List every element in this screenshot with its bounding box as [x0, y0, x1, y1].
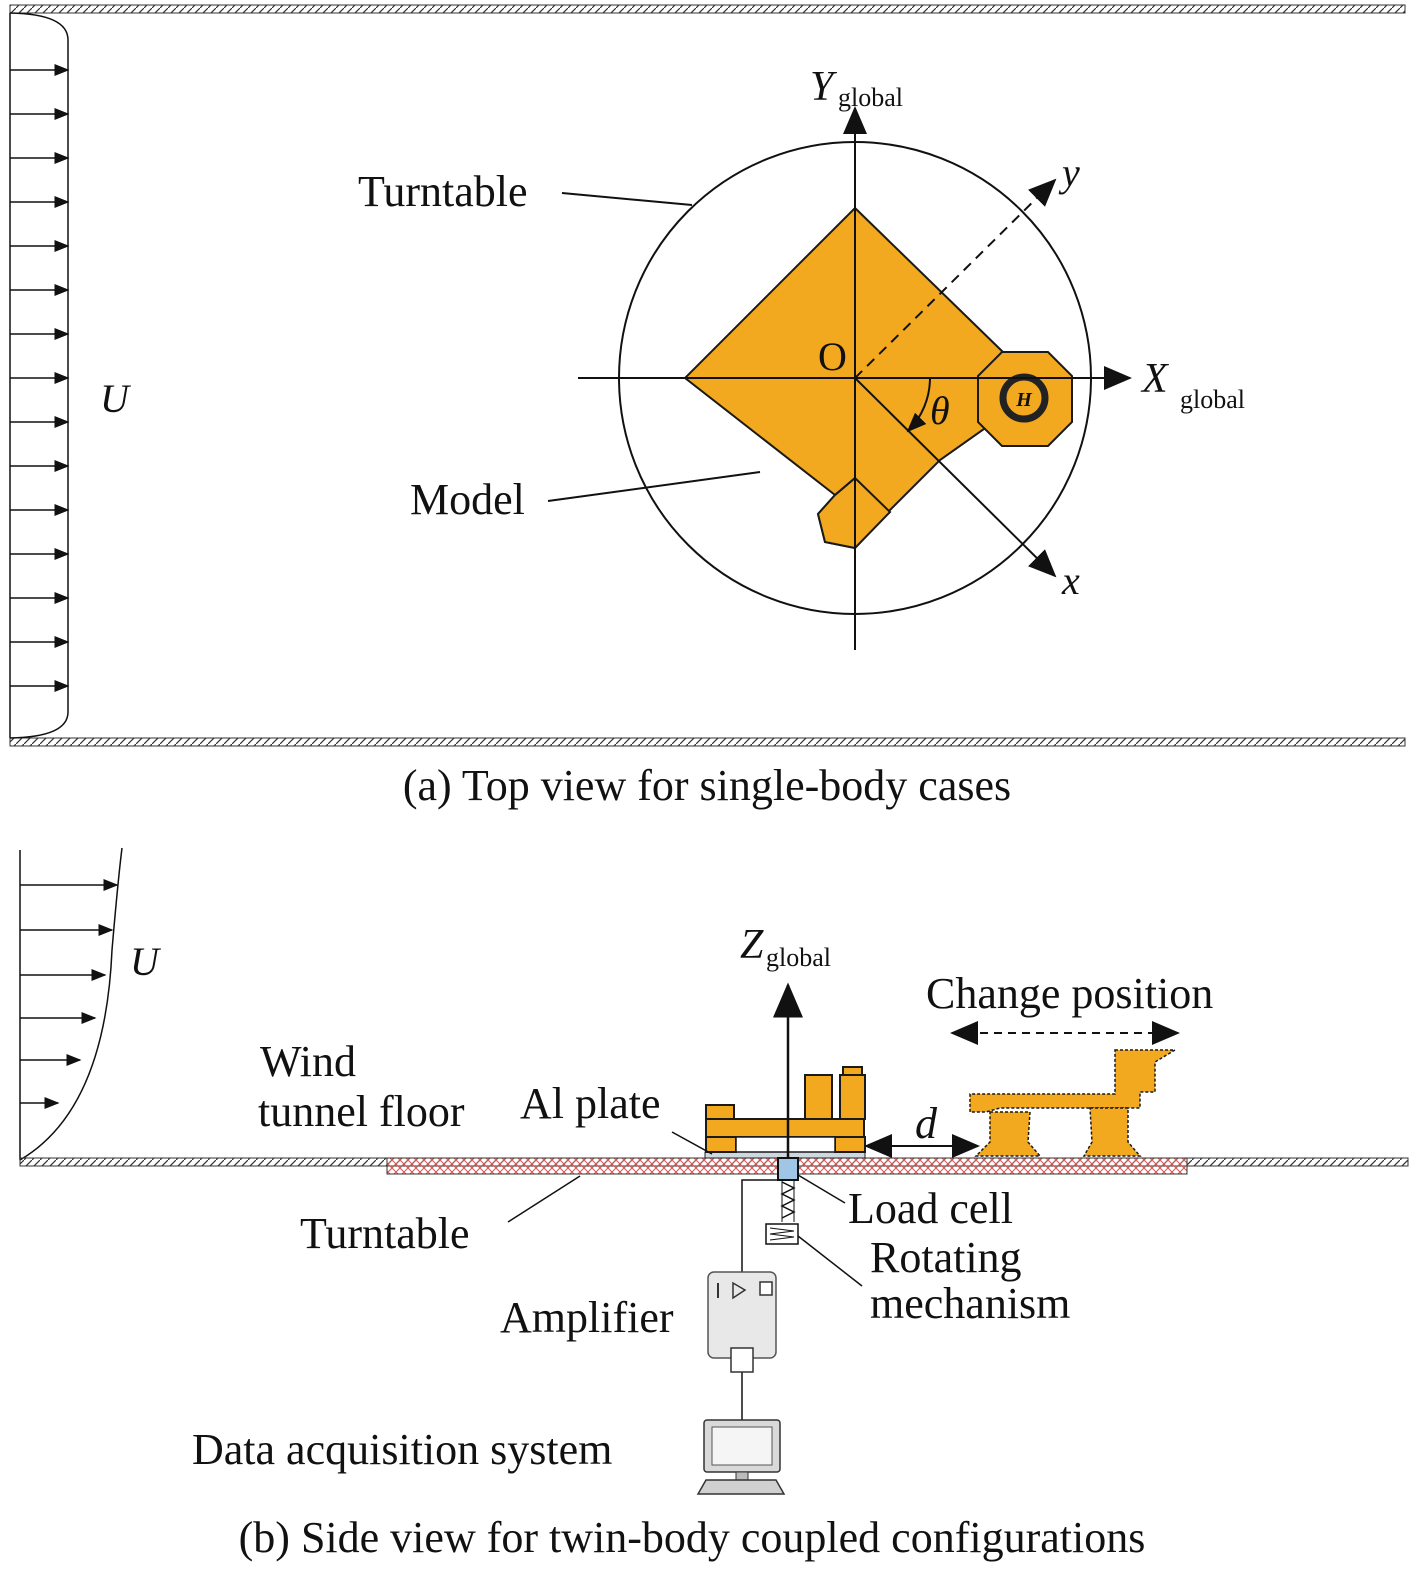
model-label: Model [410, 475, 525, 524]
y-global-subscript: global [838, 83, 903, 112]
model-1-cavity [735, 1136, 836, 1153]
flow-velocity-label-a: U [100, 376, 132, 421]
wind-tunnel-floor-label-2: tunnel floor [258, 1087, 465, 1136]
theta-label: θ [930, 388, 950, 433]
turntable-label-a: Turntable [358, 167, 528, 216]
theta-arc [906, 377, 931, 433]
tunnel-wall-bottom [9, 737, 1406, 747]
shaft-spring [780, 1181, 796, 1219]
rotating-label-2: mechanism [870, 1279, 1070, 1328]
panel-a-top-view: U H O θ Y global X global x y Turntable … [9, 4, 1406, 810]
tunnel-wall-top [9, 4, 1406, 14]
turntable-leader-b [507, 1175, 581, 1223]
z-global-subscript: global [766, 943, 831, 972]
amplifier-box [707, 1271, 777, 1373]
x-global-subscript: global [1180, 385, 1245, 414]
local-x-label: x [1061, 558, 1080, 603]
caption-a: (a) Top view for single-body cases [403, 761, 1011, 810]
amplifier-label: Amplifier [500, 1293, 674, 1342]
load-cell-leader [797, 1174, 846, 1204]
panel-b-side-view: U Z global Change position [19, 847, 1409, 1562]
boundary-layer-profile [19, 847, 123, 1161]
helipad-marker: H [1015, 389, 1033, 411]
local-x-axis [854, 377, 1057, 578]
signal-cable [741, 1179, 778, 1272]
uniform-flow-profile [9, 12, 70, 739]
load-cell-label: Load cell [848, 1184, 1013, 1233]
al-plate-leader [671, 1131, 713, 1155]
load-cell [777, 1157, 799, 1181]
model-2-side [969, 1049, 1178, 1157]
wind-tunnel-floor-label-1: Wind [260, 1037, 356, 1086]
rotating-label-1: Rotating [870, 1233, 1022, 1282]
local-y-label: y [1058, 150, 1080, 195]
flow-velocity-label-b: U [130, 939, 162, 984]
rotating-leader [797, 1235, 863, 1287]
origin-label: O [818, 334, 847, 379]
computer-icon [696, 1419, 786, 1495]
gap-label: d [915, 1099, 938, 1148]
z-global-label: Z [740, 922, 764, 968]
turntable-leader-a [561, 192, 693, 206]
change-position-label: Change position [926, 969, 1213, 1018]
turntable-label-b: Turntable [300, 1209, 470, 1258]
y-global-label: Y [810, 64, 838, 110]
al-plate-label: Al plate [520, 1079, 661, 1128]
local-y-axis [854, 178, 1057, 379]
x-global-label: X [1140, 356, 1170, 402]
model-1-side [705, 1066, 866, 1153]
model-leader [547, 471, 761, 502]
caption-b: (b) Side view for twin-body coupled conf… [239, 1513, 1146, 1562]
daq-label: Data acquisition system [192, 1425, 612, 1474]
